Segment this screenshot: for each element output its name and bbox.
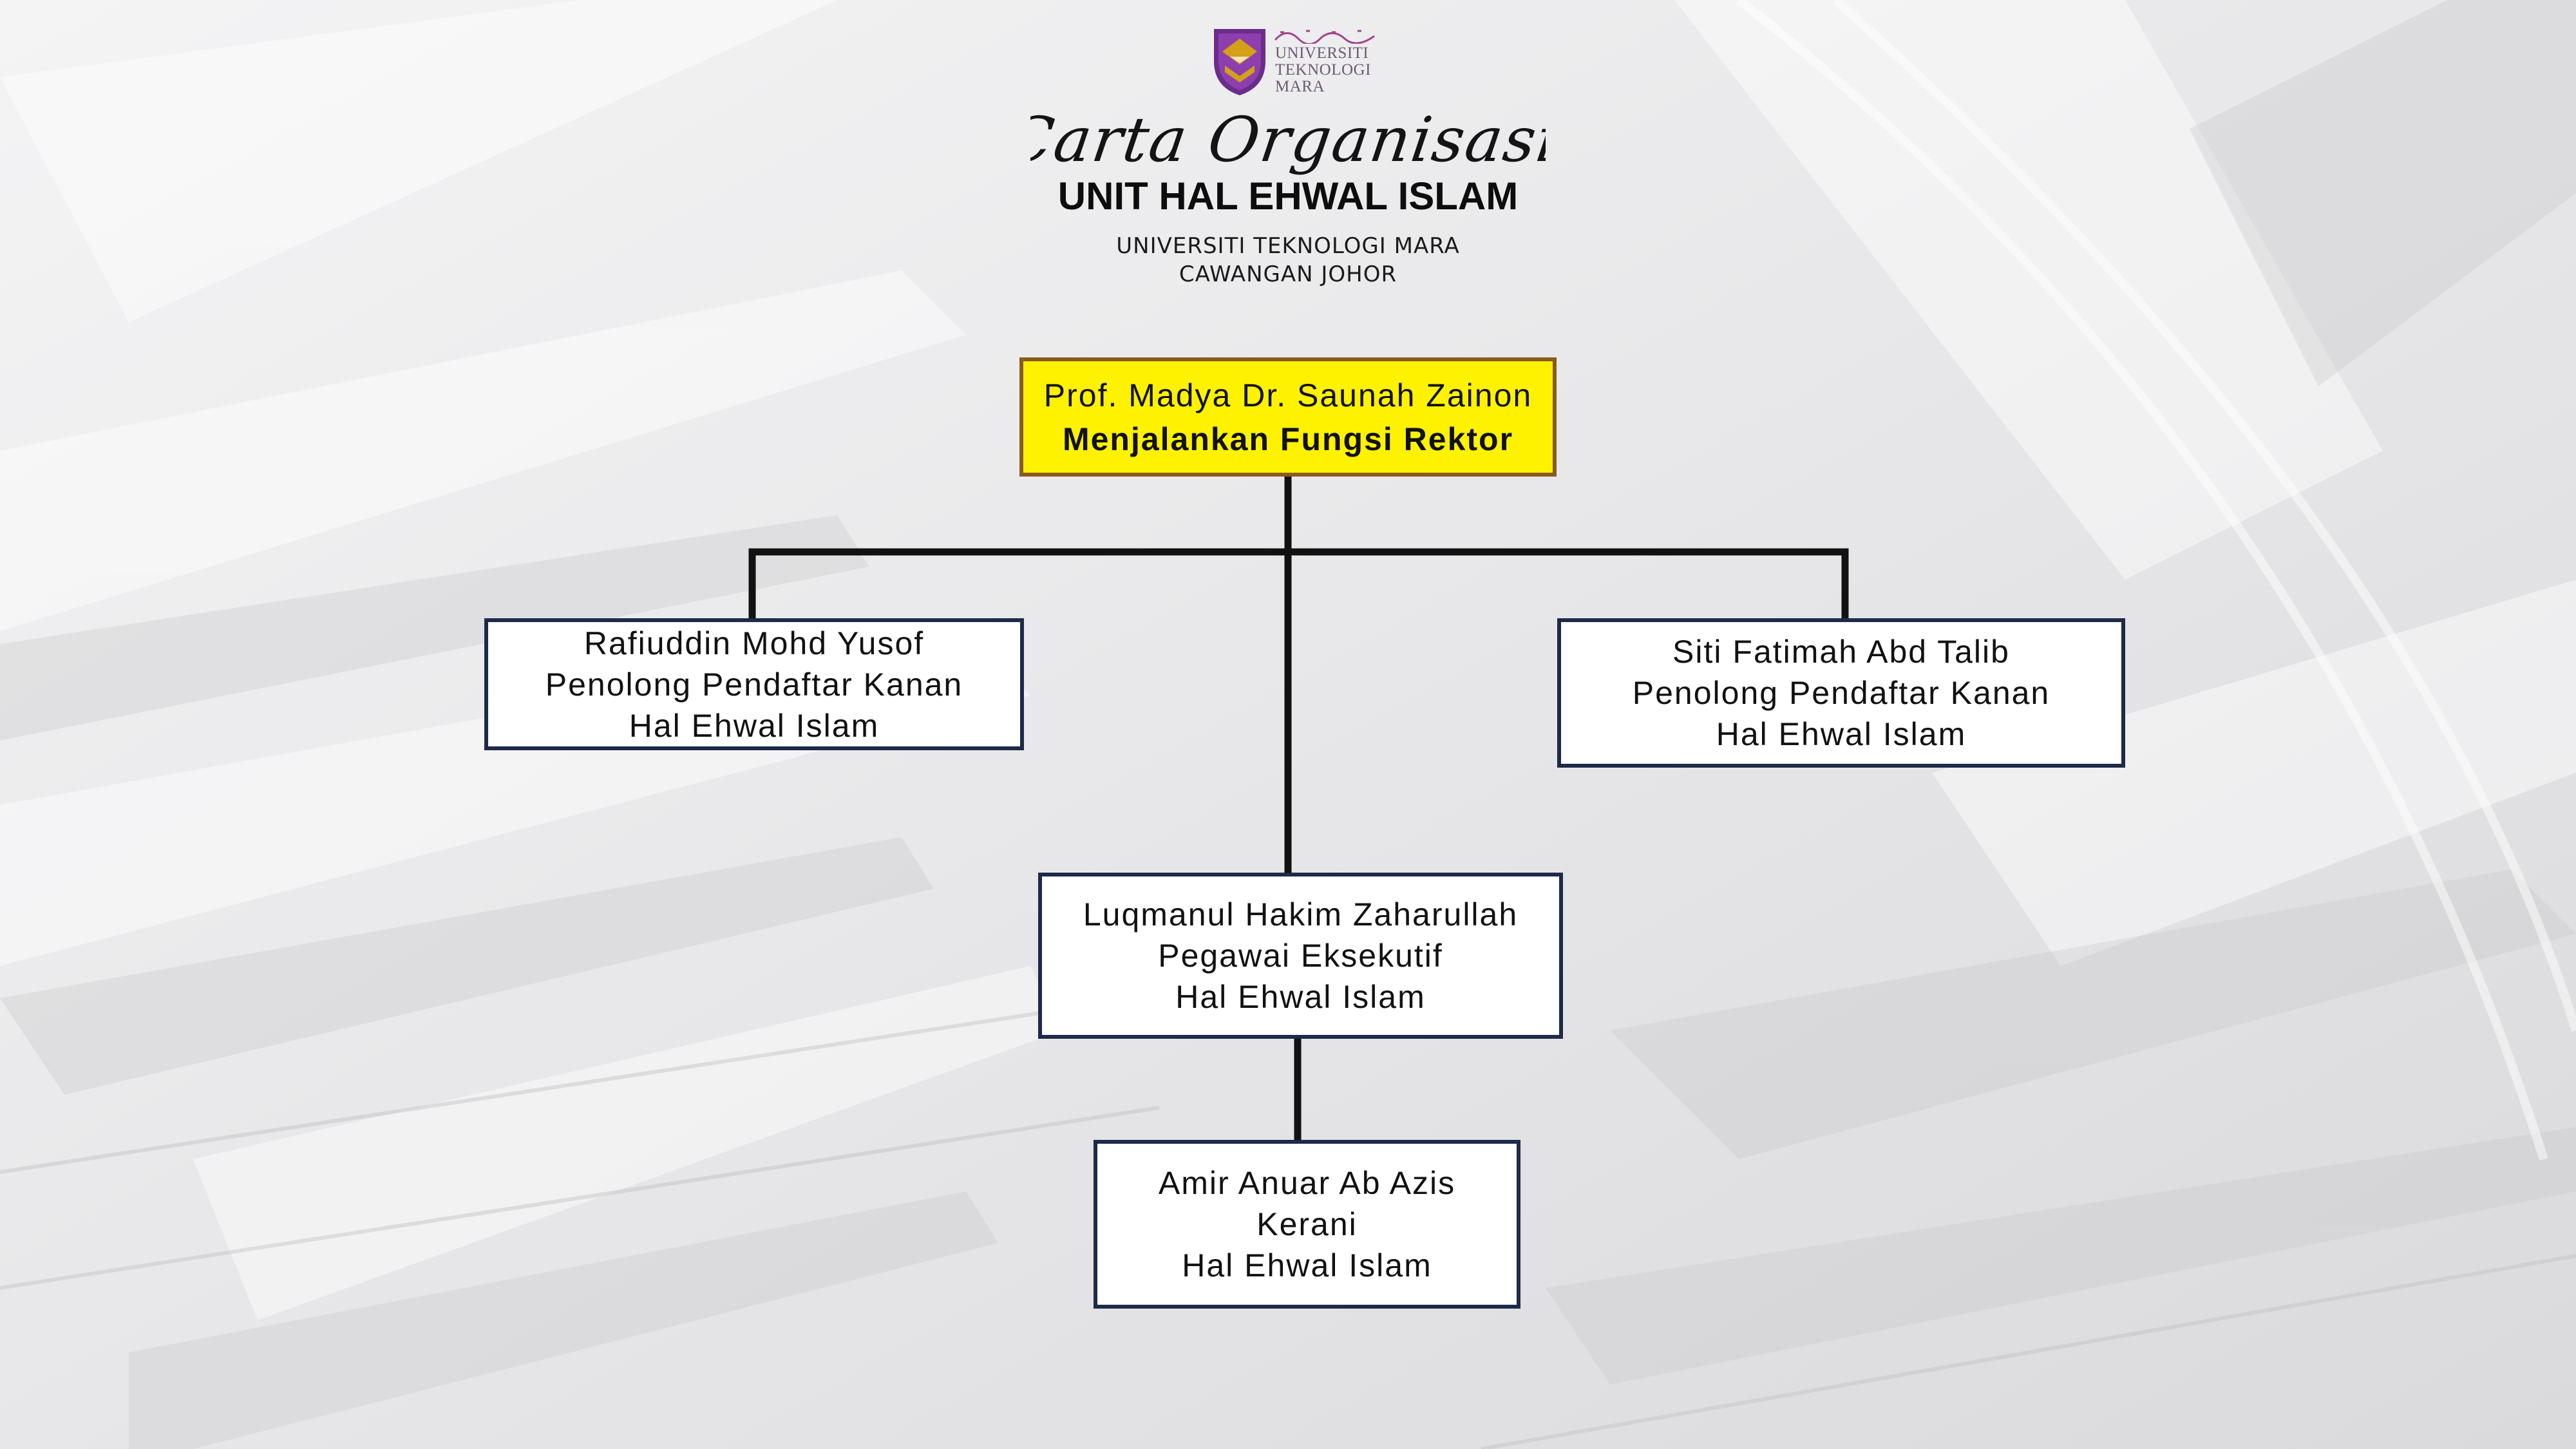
org-box-right-role: Penolong Pendaftar Kanan (1632, 675, 2050, 711)
org-box-bottom-role: Kerani (1256, 1206, 1358, 1242)
org-box-middle-name: Luqmanul Hakim Zaharullah (1083, 896, 1519, 933)
org-box-left-name: Rafiuddin Mohd Yusof (583, 625, 925, 661)
org-box-rector-role: Menjalankan Fungsi Rektor (1062, 421, 1514, 457)
org-box-left-role: Penolong Pendaftar Kanan (545, 666, 963, 703)
logo-text-mara: MARA (1275, 78, 1325, 95)
logo-text-universiti: UNIVERSITI (1275, 44, 1369, 62)
uitm-logo: UNIVERSITI TEKNOLOGI MARA (1211, 26, 1378, 97)
subtitle-campus: CAWANGAN JOHOR (1179, 261, 1397, 287)
org-box-rector-name: Prof. Madya Dr. Saunah Zainon (1043, 377, 1533, 413)
jawi-script-icon (1274, 30, 1375, 44)
org-box-clerk: Amir Anuar Ab Azis Kerani Hal Ehwal Isla… (1094, 1140, 1520, 1309)
org-box-middle-role: Pegawai Eksekutif (1158, 938, 1443, 974)
org-box-right-unit: Hal Ehwal Islam (1716, 716, 1967, 752)
script-title: Carta Organisasi (1001, 97, 1563, 187)
org-box-right-name: Siti Fatimah Abd Talib (1672, 634, 2010, 670)
org-box-executive-officer: Luqmanul Hakim Zaharullah Pegawai Ekseku… (1038, 873, 1563, 1039)
org-box-bottom-unit: Hal Ehwal Islam (1182, 1247, 1432, 1283)
subtitle-university: UNIVERSITI TEKNOLOGI MARA (1116, 233, 1460, 259)
org-box-rector: Prof. Madya Dr. Saunah Zainon Menjalanka… (1019, 357, 1557, 477)
org-box-bottom-name: Amir Anuar Ab Azis (1158, 1165, 1456, 1201)
org-box-senior-assistant-registrar-right: Siti Fatimah Abd Talib Penolong Pendafta… (1557, 618, 2125, 768)
logo-text-teknologi: TEKNOLOGI (1275, 61, 1371, 79)
page-title: UNIT HAL EHWAL ISLAM (1057, 175, 1519, 218)
org-box-senior-assistant-registrar-left: Rafiuddin Mohd Yusof Penolong Pendaftar … (484, 618, 1024, 750)
uitm-shield-icon (1214, 29, 1265, 95)
org-box-middle-unit: Hal Ehwal Islam (1175, 979, 1426, 1015)
script-title-text: Carta Organisasi (1030, 103, 1546, 175)
org-box-left-unit: Hal Ehwal Islam (629, 707, 880, 744)
